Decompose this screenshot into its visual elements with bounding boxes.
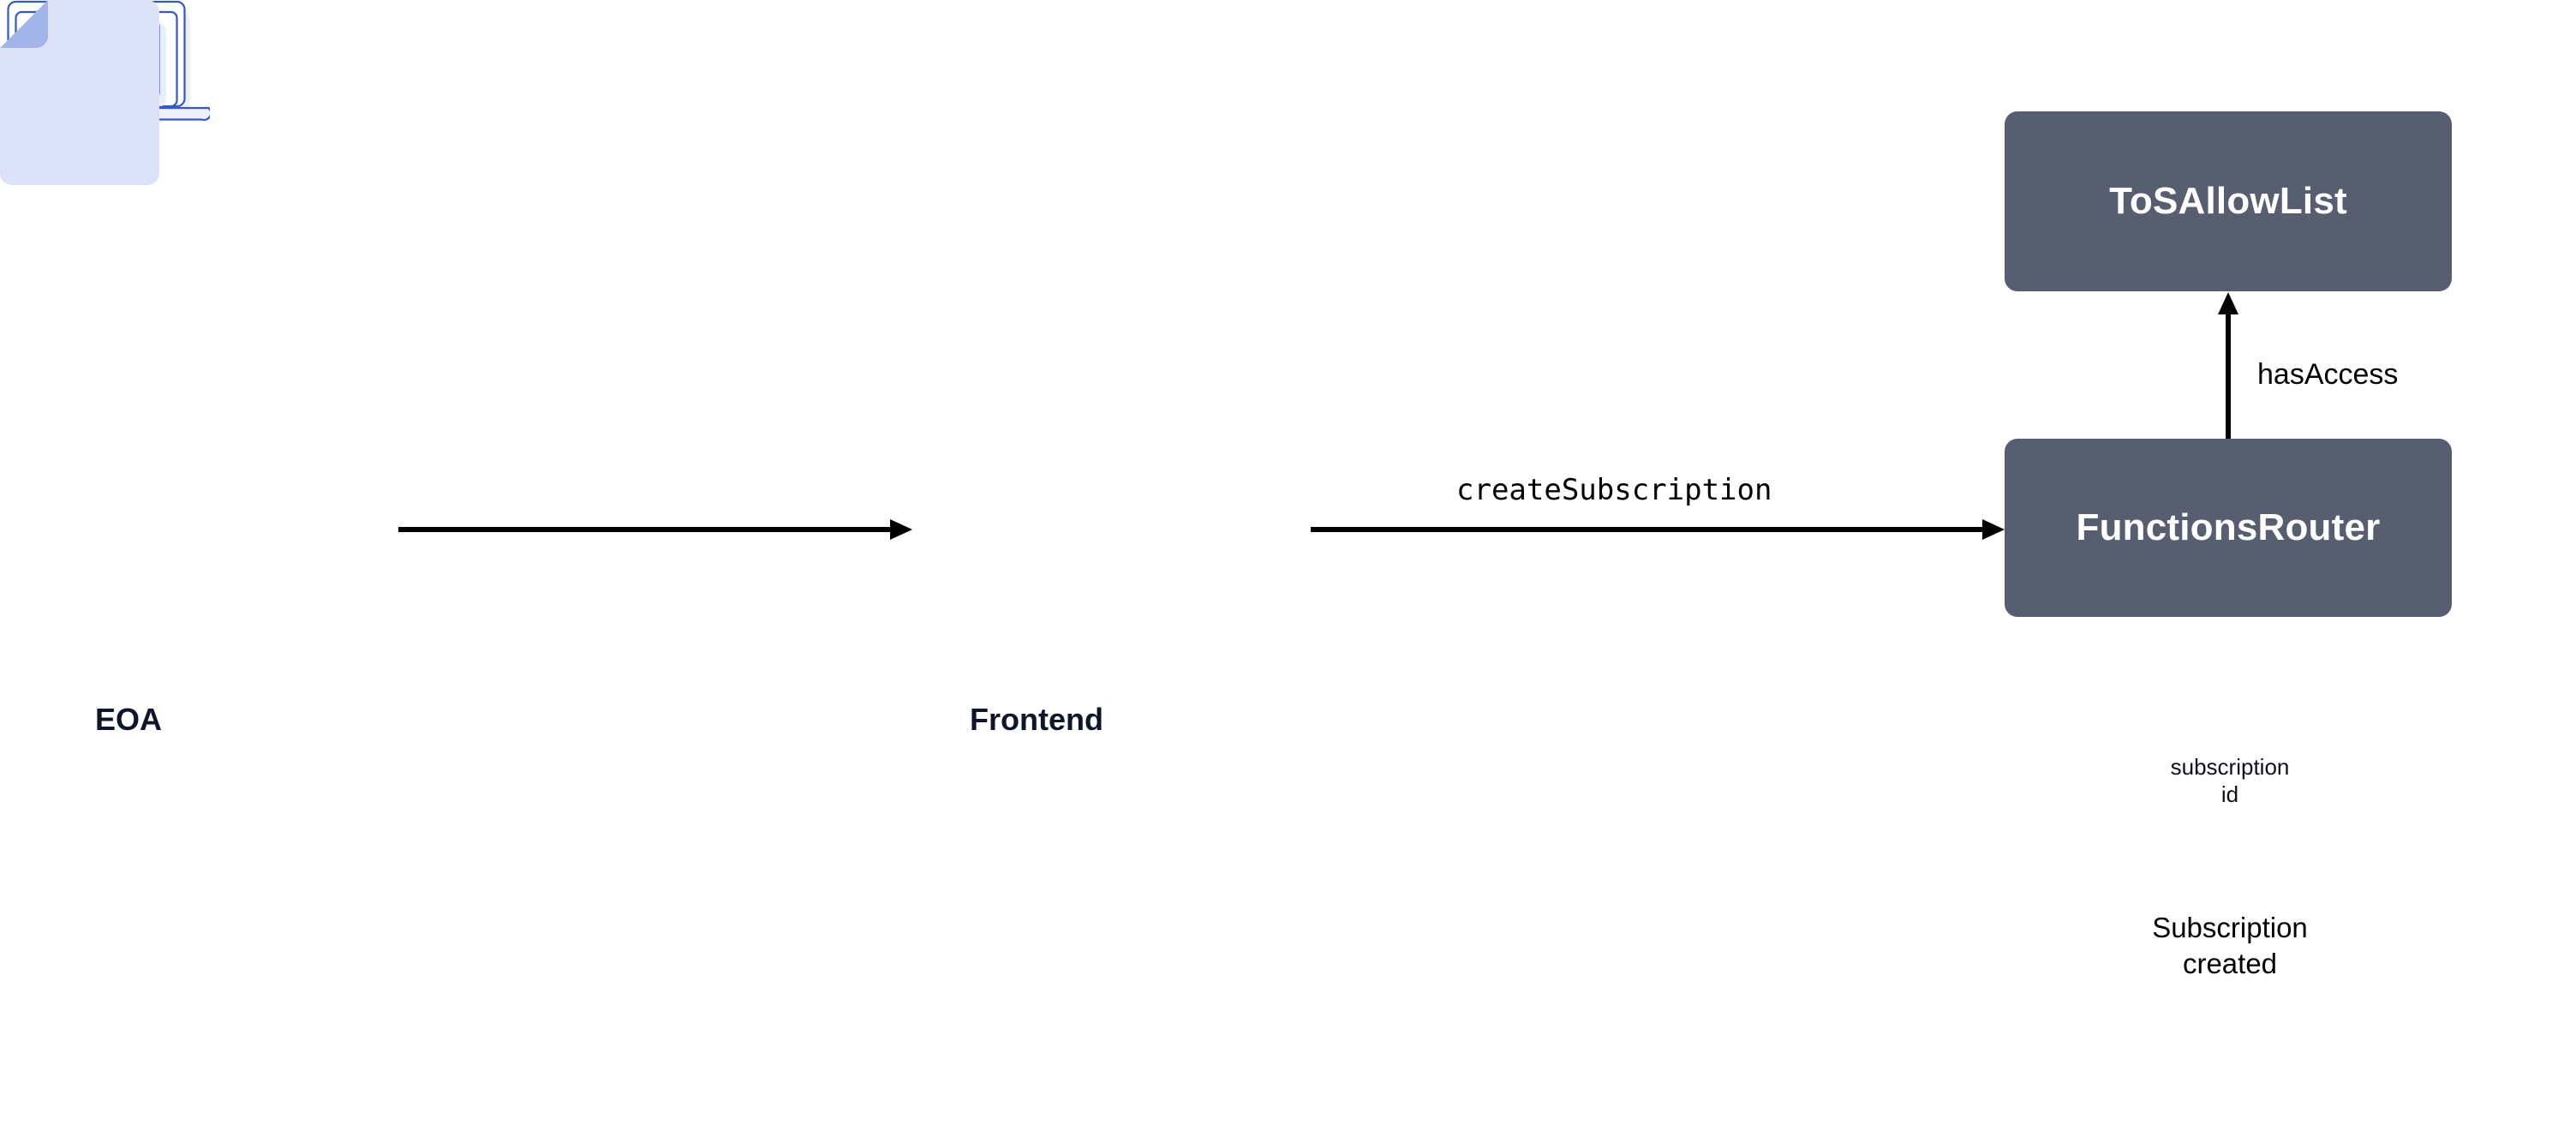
arrow-shaft <box>2226 310 2231 439</box>
node-tos-allow-list-label: ToSAllowList <box>2109 180 2347 222</box>
document-icon <box>0 0 159 185</box>
arrow-shaft <box>1311 527 1982 532</box>
node-eoa-label: EOA <box>94 702 162 737</box>
node-frontend-label: Frontend <box>970 702 1103 737</box>
arrow-head <box>1982 519 2005 540</box>
arrow-shaft <box>398 527 890 532</box>
edge-label-create-subscription: createSubscription <box>1456 473 1772 507</box>
caption-line-1: Subscription <box>2152 912 2308 943</box>
node-functions-router[interactable]: FunctionsRouter <box>2005 439 2452 617</box>
document-text-line-2: id <box>2220 781 2239 807</box>
arrow-head <box>2218 292 2238 314</box>
node-functions-router-label: FunctionsRouter <box>2076 506 2381 548</box>
arrow-frontend-to-router <box>1311 519 2005 540</box>
node-tos-allow-list[interactable]: ToSAllowList <box>2005 111 2452 291</box>
node-subscription-created[interactable]: subscription id Subscription created <box>0 0 2308 979</box>
arrow-head <box>890 519 912 540</box>
arrow-router-to-tos <box>2218 292 2238 439</box>
document-icon-text: subscription id <box>2150 754 2310 808</box>
document-text-line-1: subscription <box>2170 754 2290 780</box>
caption-line-2: created <box>2182 948 2278 980</box>
arrow-eoa-to-frontend <box>398 519 912 540</box>
edge-label-has-access: hasAccess <box>2257 358 2399 391</box>
node-subscription-created-caption: Subscription created <box>2116 910 2344 982</box>
